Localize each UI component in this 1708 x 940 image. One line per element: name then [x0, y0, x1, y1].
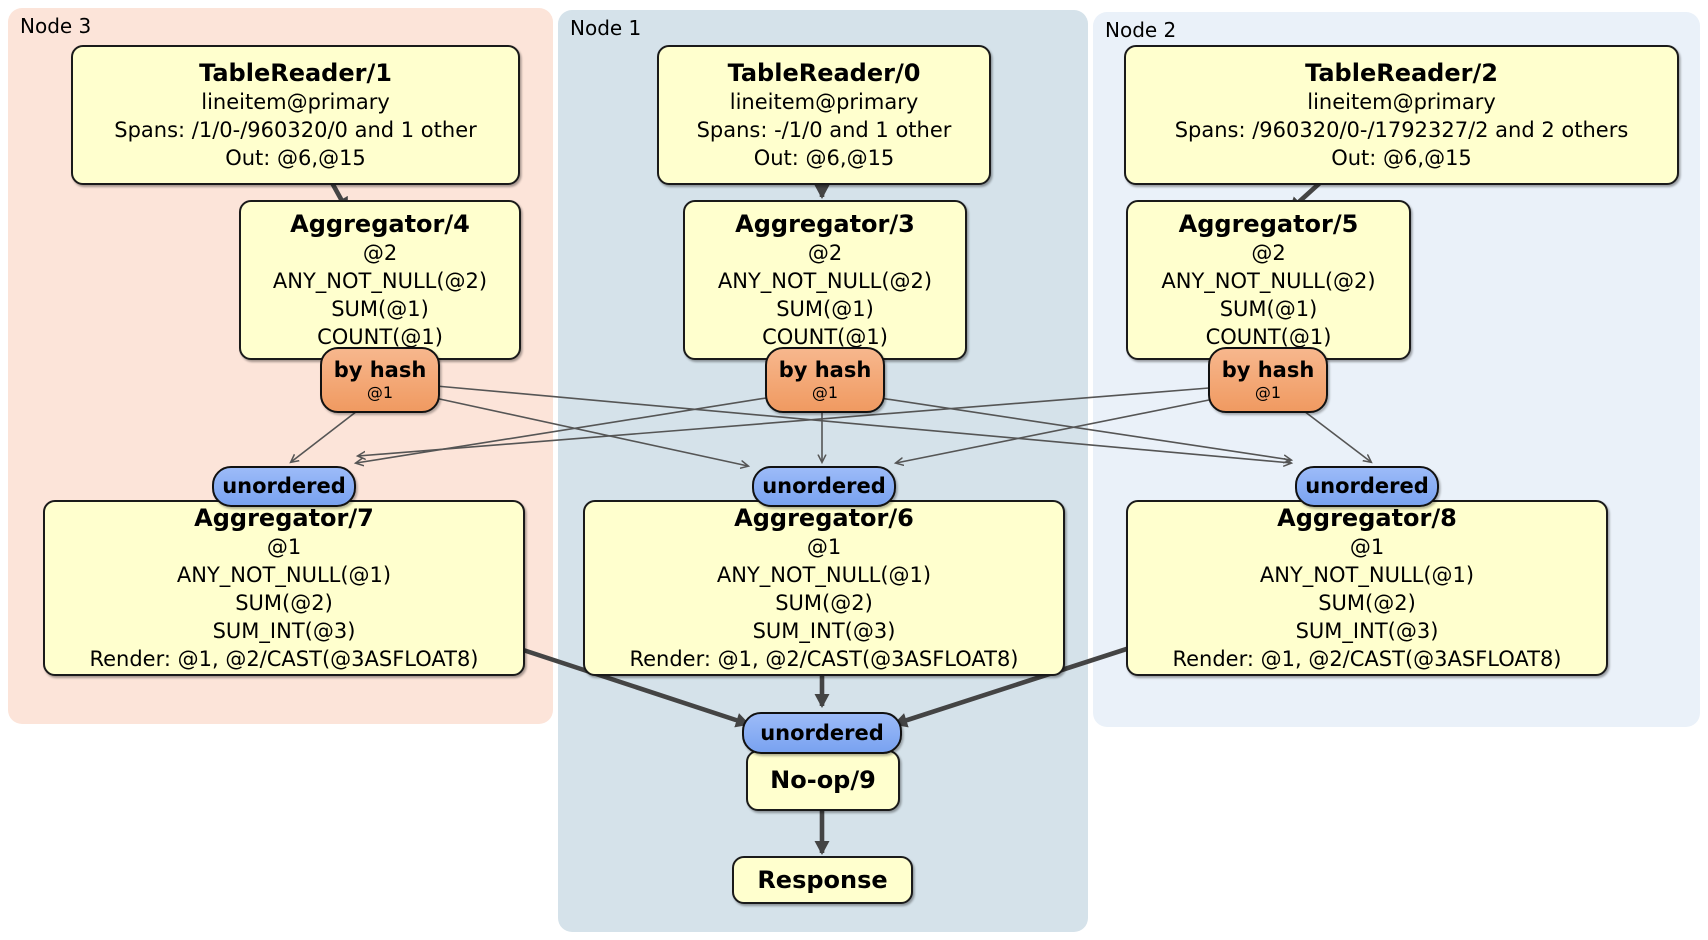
processor-detail-line: @2 — [807, 240, 843, 265]
node-region-label: Node 2 — [1105, 18, 1177, 42]
processor-aggregator-8: Aggregator/8 @1 ANY_NOT_NULL(@1) SUM(@2)… — [1126, 500, 1608, 676]
processor-detail-line: ANY_NOT_NULL(@1) — [176, 562, 392, 587]
processor-tablereader-1: TableReader/1 lineitem@primary Spans: /1… — [71, 45, 520, 185]
sync-unordered-6: unordered — [752, 466, 896, 507]
router-label: by hash — [778, 358, 872, 382]
sync-unordered-final: unordered — [742, 712, 902, 754]
processor-title: Aggregator/6 — [734, 503, 914, 532]
processor-detail-line: Spans: -/1/0 and 1 other — [696, 117, 952, 142]
processor-detail-line: ANY_NOT_NULL(@1) — [1259, 562, 1475, 587]
processor-detail-line: lineitem@primary — [201, 89, 390, 114]
processor-detail-line: @1 — [1349, 534, 1385, 559]
node-region-label: Node 3 — [20, 14, 92, 38]
processor-noop-9: No-op/9 — [746, 750, 900, 811]
processor-title: No-op/9 — [770, 766, 876, 794]
processor-detail-line: lineitem@primary — [1307, 89, 1496, 114]
processor-detail-line: Out: @6,@15 — [1331, 145, 1472, 170]
sync-label: unordered — [760, 720, 884, 745]
processor-detail-line: Out: @6,@15 — [753, 145, 895, 170]
sync-unordered-7: unordered — [212, 466, 356, 507]
processor-detail-line: @2 — [1251, 240, 1286, 265]
router-detail: @1 — [811, 383, 839, 402]
processor-detail-line: SUM(@2) — [775, 590, 873, 615]
processor-detail-line: ANY_NOT_NULL(@2) — [272, 268, 488, 293]
processor-detail-line: ANY_NOT_NULL(@1) — [716, 562, 932, 587]
processor-detail-line: Out: @6,@15 — [225, 145, 366, 170]
processor-tablereader-0: TableReader/0 lineitem@primary Spans: -/… — [657, 45, 991, 185]
sync-label: unordered — [222, 474, 346, 498]
processor-response: Response — [732, 856, 913, 904]
processor-title: Aggregator/8 — [1277, 503, 1457, 532]
processor-title: TableReader/1 — [199, 58, 392, 87]
processor-detail-line: Spans: /960320/0-/1792327/2 and 2 others — [1174, 117, 1629, 142]
processor-title: Aggregator/4 — [290, 209, 470, 238]
processor-tablereader-2: TableReader/2 lineitem@primary Spans: /9… — [1124, 45, 1679, 185]
processor-title: TableReader/2 — [1305, 58, 1498, 87]
processor-detail-line: SUM(@2) — [235, 590, 333, 615]
sync-unordered-8: unordered — [1295, 466, 1439, 507]
sync-label: unordered — [762, 474, 886, 498]
processor-detail-line: Spans: /1/0-/960320/0 and 1 other — [114, 117, 477, 142]
processor-detail-line: ANY_NOT_NULL(@2) — [717, 268, 933, 293]
processor-detail-line: Render: @1, @2/CAST(@3ASFLOAT8) — [629, 646, 1019, 671]
processor-aggregator-5: Aggregator/5 @2 ANY_NOT_NULL(@2) SUM(@1)… — [1126, 200, 1411, 360]
processor-detail-line: @1 — [266, 534, 302, 559]
processor-detail-line: SUM(@1) — [1219, 296, 1318, 321]
processor-detail-line: SUM_INT(@3) — [1295, 618, 1439, 643]
router-by-hash-5: by hash @1 — [1208, 347, 1328, 413]
processor-detail-line: ANY_NOT_NULL(@2) — [1161, 268, 1376, 293]
processor-title: Aggregator/3 — [735, 209, 915, 238]
processor-detail-line: Render: @1, @2/CAST(@3ASFLOAT8) — [89, 646, 479, 671]
processor-detail-line: @1 — [806, 534, 842, 559]
router-by-hash-3: by hash @1 — [765, 347, 885, 413]
processor-aggregator-4: Aggregator/4 @2 ANY_NOT_NULL(@2) SUM(@1)… — [239, 200, 521, 360]
processor-detail-line: COUNT(@1) — [1205, 324, 1332, 349]
processor-aggregator-3: Aggregator/3 @2 ANY_NOT_NULL(@2) SUM(@1)… — [683, 200, 967, 360]
processor-detail-line: COUNT(@1) — [317, 324, 443, 349]
processor-detail-line: SUM(@1) — [331, 296, 429, 321]
processor-title: Response — [757, 865, 888, 894]
processor-detail-line: @2 — [362, 240, 398, 265]
processor-title: TableReader/0 — [727, 58, 921, 87]
processor-aggregator-6: Aggregator/6 @1 ANY_NOT_NULL(@1) SUM(@2)… — [583, 500, 1065, 676]
processor-detail-line: COUNT(@1) — [762, 324, 888, 349]
processor-detail-line: SUM(@2) — [1318, 590, 1416, 615]
router-label: by hash — [1221, 358, 1315, 382]
processor-aggregator-7: Aggregator/7 @1 ANY_NOT_NULL(@1) SUM(@2)… — [43, 500, 525, 676]
router-by-hash-4: by hash @1 — [320, 347, 440, 413]
processor-detail-line: SUM(@1) — [776, 296, 874, 321]
router-label: by hash — [333, 358, 427, 382]
router-detail: @1 — [366, 383, 394, 402]
processor-detail-line: Render: @1, @2/CAST(@3ASFLOAT8) — [1172, 646, 1562, 671]
router-detail: @1 — [1254, 383, 1282, 402]
processor-title: Aggregator/7 — [194, 503, 374, 532]
processor-detail-line: SUM_INT(@3) — [752, 618, 896, 643]
node-region-label: Node 1 — [570, 16, 642, 40]
processor-detail-line: lineitem@primary — [729, 89, 919, 114]
processor-detail-line: SUM_INT(@3) — [212, 618, 356, 643]
sync-label: unordered — [1305, 474, 1429, 498]
processor-title: Aggregator/5 — [1178, 209, 1359, 238]
